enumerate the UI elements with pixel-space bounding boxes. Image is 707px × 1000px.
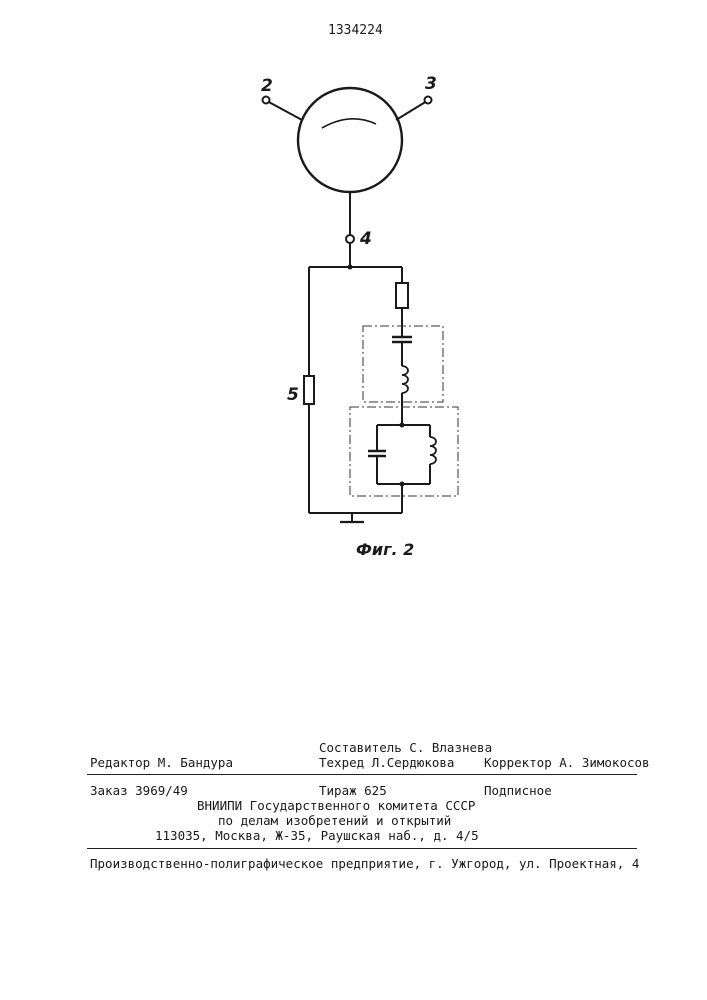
- junction-dot: [400, 482, 405, 487]
- figure-caption: Фиг. 2: [356, 540, 414, 559]
- org-line-1: ВНИИПИ Государственного комитета СССР: [197, 799, 475, 813]
- junction-dot: [400, 423, 405, 428]
- org-line-2: по делам изобретений и открытий: [218, 814, 451, 828]
- series-inductor: [402, 366, 408, 393]
- divider-bottom: [87, 848, 637, 849]
- divider-top: [87, 774, 637, 775]
- port-3-terminal: [425, 97, 432, 104]
- terminal-2-label: 2: [261, 76, 273, 96]
- port-2-terminal: [263, 97, 270, 104]
- order-line: Заказ 3969/49: [90, 784, 188, 798]
- port-4-terminal: [346, 235, 354, 243]
- editor-line: Редактор М. Бандура: [90, 756, 233, 770]
- junction-dot: [348, 265, 353, 270]
- resistor-5: [304, 376, 314, 404]
- terminal-4-label: 4: [360, 229, 372, 249]
- techred-line: Техред Л.Сердюкова: [319, 756, 454, 770]
- circulator-circle: [298, 88, 402, 192]
- series-resistor: [396, 283, 408, 308]
- printer-line: Производственно-полиграфическое предприя…: [90, 857, 639, 871]
- address-line: 113035, Москва, Ж-35, Раушская наб., д. …: [155, 829, 479, 843]
- subscription-line: Подписное: [484, 784, 552, 798]
- compiler-line: Составитель С. Влазнева: [319, 741, 492, 755]
- rotation-arrow: [322, 119, 376, 128]
- resistor-5-label: 5: [287, 385, 299, 405]
- tank-inductor: [430, 437, 436, 464]
- port-2-lead: [267, 101, 302, 120]
- corrector-line: Корректор А. Зимокосов: [484, 756, 650, 770]
- circulation-line: Тираж 625: [319, 784, 387, 798]
- terminal-3-label: 3: [425, 74, 437, 94]
- port-3-lead: [396, 101, 427, 120]
